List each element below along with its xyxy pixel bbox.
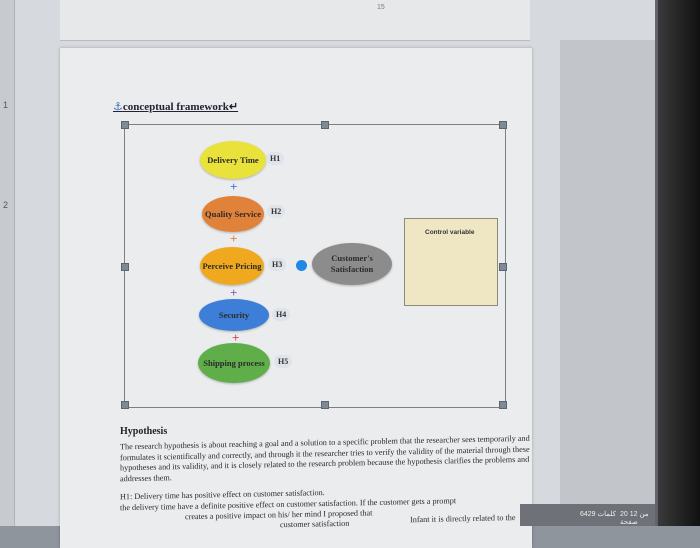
hypothesis-tag: H5 [274, 355, 293, 368]
status-bar: كلمات 6429 20 من 12 صفحة [520, 504, 655, 526]
resize-handle[interactable] [499, 401, 507, 409]
connector-dot [296, 260, 307, 271]
ruler-mark: 1 [3, 100, 9, 110]
page-count: 20 من 12 صفحة [620, 511, 649, 526]
hypothesis-tag: H4 [272, 308, 291, 321]
oval-label: Customer's Satisfaction [330, 253, 374, 274]
resize-handle[interactable] [499, 263, 507, 271]
resize-handle[interactable] [499, 121, 507, 129]
vertical-ruler: 1 2 [0, 0, 15, 526]
oval-label: Delivery Time [207, 154, 259, 165]
plus-icon: + [232, 330, 240, 345]
plus-icon: + [230, 231, 238, 246]
hypothesis-tag: H1 [266, 152, 285, 165]
resize-handle[interactable] [321, 401, 329, 409]
security-oval[interactable]: Security [199, 299, 269, 331]
resize-handle[interactable] [321, 121, 329, 129]
word-count: كلمات 6429 [580, 511, 616, 518]
hypothesis-paragraph: The research hypothesis is about reachin… [120, 433, 530, 483]
monitor-bezel [658, 0, 700, 526]
hypothesis-title: Hypothesis [120, 426, 168, 437]
hypothesis-tag: H2 [267, 205, 286, 218]
section-heading: ⚓︎conceptual framework↵ [113, 100, 238, 113]
perceive-pricing-oval[interactable]: Perceive Pricing [200, 247, 264, 285]
shipping-process-oval[interactable]: Shipping process [198, 343, 270, 383]
plus-icon: + [230, 285, 238, 300]
diagram-canvas[interactable] [121, 121, 507, 409]
control-variable-label: Control variable [425, 229, 475, 236]
oval-label: Quality Service [205, 208, 261, 219]
ruler-mark: 2 [3, 200, 9, 210]
resize-handle[interactable] [121, 401, 129, 409]
oval-label: Security [218, 309, 250, 320]
paragraph-mark: ↵ [228, 101, 239, 113]
anchor-icon: ⚓︎ [113, 101, 123, 113]
resize-handle[interactable] [121, 121, 129, 129]
heading-text: conceptual framework [122, 101, 229, 113]
right-side-panel [560, 40, 655, 510]
customer-satisfaction-oval[interactable]: Customer's Satisfaction [312, 243, 392, 285]
oval-label: Perceive Pricing [202, 260, 262, 271]
control-variable-box[interactable]: Control variable [404, 218, 498, 306]
plus-icon: + [230, 179, 238, 194]
hypothesis-tag: H3 [268, 258, 287, 271]
resize-handle[interactable] [121, 263, 129, 271]
previous-page: 15 [60, 0, 530, 41]
oval-label: Shipping process [203, 357, 265, 368]
quality-service-oval[interactable]: Quality Service [202, 196, 264, 232]
page-number: 15 [377, 4, 385, 11]
delivery-time-oval[interactable]: Delivery Time [200, 141, 266, 179]
